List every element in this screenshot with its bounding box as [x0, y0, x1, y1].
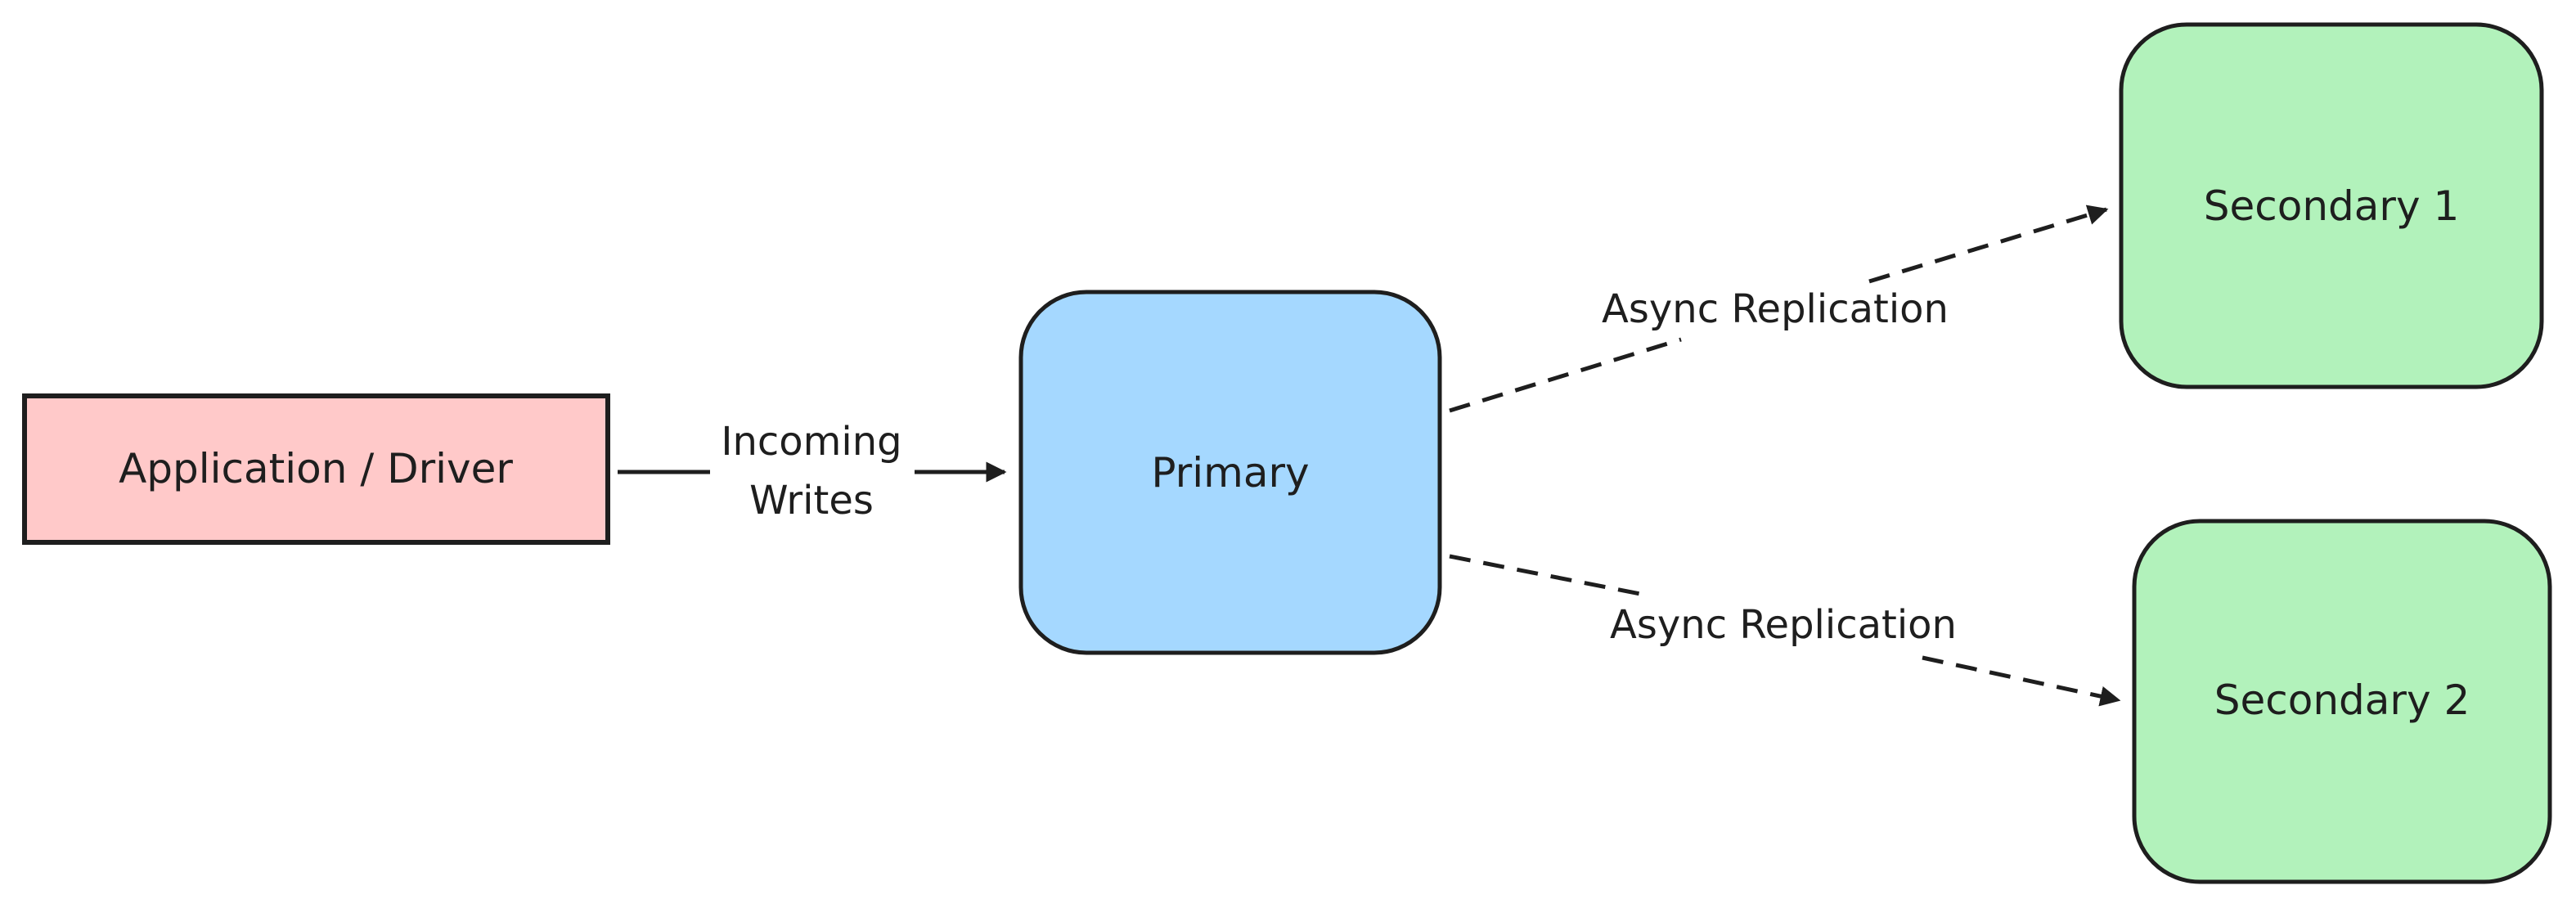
primary-box	[1018, 290, 1442, 655]
secondary-2-node[interactable]: Secondary 2	[2132, 519, 2552, 884]
application-node[interactable]: Application / Driver	[22, 393, 610, 545]
application-box	[22, 393, 610, 545]
incoming-writes-label-line1: Incoming	[721, 419, 901, 465]
replication-1-label: Async Replication	[1602, 286, 1949, 332]
replication-arrow-1: Async Replication	[1449, 205, 2109, 413]
incoming-writes-arrow: Incoming Writes	[618, 419, 1007, 524]
primary-node[interactable]: Primary	[1018, 290, 1442, 655]
incoming-writes-label-line2: Writes	[749, 478, 874, 524]
primary-label: Primary	[1151, 449, 1309, 497]
replication-arrow-2: Async Replication	[1449, 554, 2121, 707]
replication-2-label: Async Replication	[1610, 602, 1957, 648]
secondary-1-box	[2119, 22, 2544, 389]
application-label: Application / Driver	[119, 445, 513, 492]
secondary-1-node[interactable]: Secondary 1	[2119, 22, 2544, 389]
secondary-1-label: Secondary 1	[2204, 182, 2460, 230]
secondary-2-label: Secondary 2	[2214, 677, 2470, 724]
secondary-2-box	[2132, 519, 2552, 884]
